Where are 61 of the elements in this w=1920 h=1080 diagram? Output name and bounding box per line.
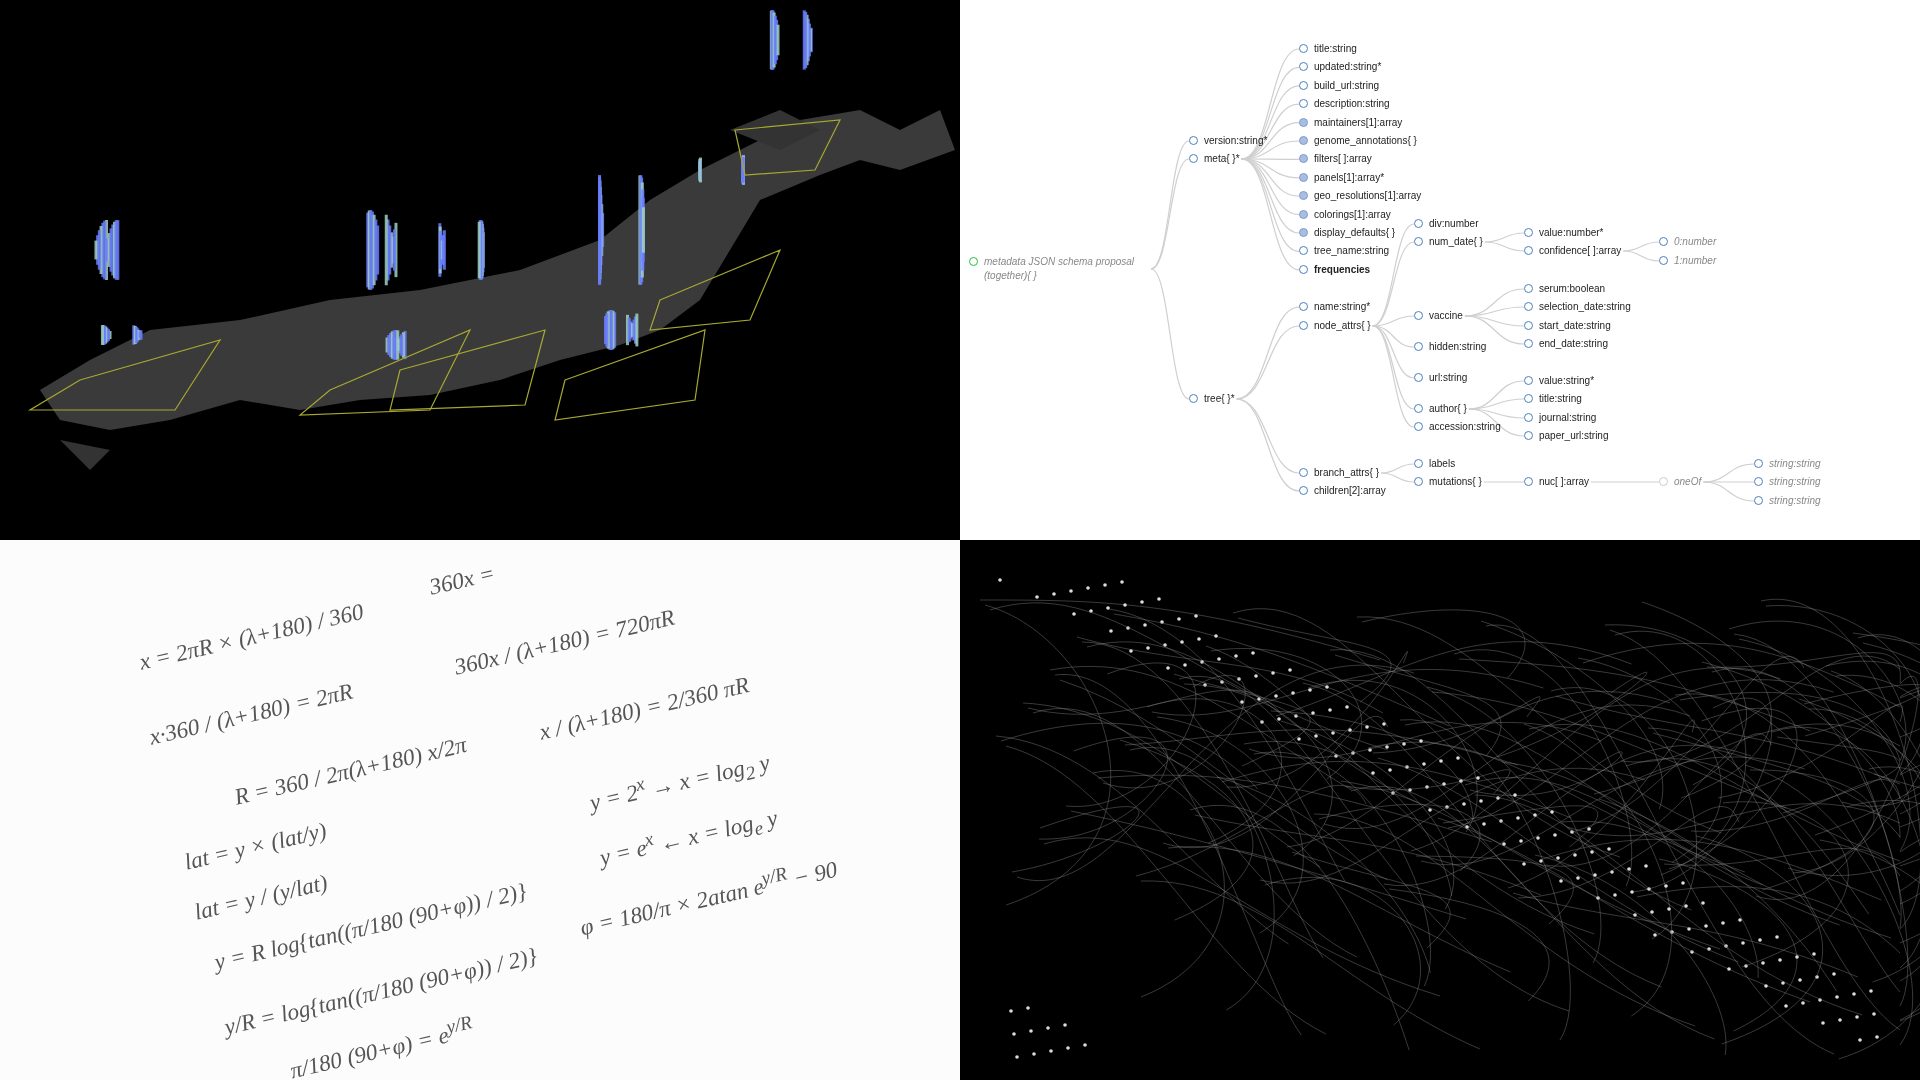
connector-line: [1380, 472, 1415, 483]
connector-line: [1702, 481, 1755, 502]
field-name: filters[ ]:array: [1314, 152, 1372, 167]
field-name: journal:string: [1539, 411, 1597, 425]
connector-line: [1372, 325, 1415, 428]
field-name: num_date{ }: [1429, 235, 1483, 249]
connector-line: [1236, 325, 1300, 400]
field-name: serum:boolean: [1539, 282, 1606, 296]
field-name: value:number*: [1539, 226, 1604, 240]
field-name: frequencies: [1314, 262, 1371, 277]
field-name: mutations{ }: [1429, 475, 1482, 489]
field-name: updated:string*: [1314, 60, 1382, 75]
field-name: 0:number: [1674, 235, 1717, 249]
field-name: string:string: [1769, 494, 1821, 508]
field-name: url:string: [1429, 371, 1468, 385]
field-name: title:string: [1314, 42, 1357, 56]
field-name: start_date:string: [1539, 319, 1611, 333]
field-name: hidden:string: [1429, 340, 1487, 354]
field-name: oneOf: [1674, 475, 1702, 489]
field-name: accession:string: [1429, 420, 1501, 434]
field-name: branch_attrs{ }: [1314, 466, 1380, 480]
field-name: name:string*: [1314, 300, 1371, 314]
connector-line: [1380, 463, 1415, 474]
handwritten-formula: 360x =: [427, 560, 498, 601]
field-name: selection_date:string: [1539, 300, 1631, 314]
field-name: div:number: [1429, 217, 1479, 231]
field-name: geo_resolutions[1]:array: [1314, 189, 1422, 204]
connector-line: [1468, 408, 1525, 437]
connector-line: [1484, 241, 1525, 252]
connector-line: [1622, 250, 1660, 262]
field-name: 1:number: [1674, 254, 1717, 268]
field-name: end_date:string: [1539, 337, 1608, 351]
field-name: nuc[ ]:array: [1539, 475, 1590, 489]
field-name: tree{ }*: [1204, 392, 1235, 406]
field-name: meta{ }*: [1204, 152, 1240, 166]
connector-line: [1150, 268, 1190, 400]
connector-line: [1468, 408, 1525, 419]
field-name: node_attrs{ }: [1314, 319, 1371, 333]
field-name: colorings[1]:array: [1314, 207, 1391, 222]
field-name: children[2]:array: [1314, 484, 1386, 498]
field-name: confidence[ ]:array: [1539, 244, 1622, 258]
connector-line: [1464, 315, 1525, 345]
field-name: build_url:string: [1314, 78, 1380, 93]
field-name: title:string: [1539, 392, 1582, 406]
field-name: version:string*: [1204, 134, 1268, 148]
field-name: value:string*: [1539, 374, 1595, 388]
field-name: description:string: [1314, 97, 1390, 112]
connector-line: [1236, 398, 1300, 492]
field-name: tree_name:string: [1314, 244, 1390, 259]
field-name: metadata JSON schema proposal (together){ }: [984, 255, 1136, 283]
field-name: paper_url:string: [1539, 429, 1609, 443]
field-name: string:string: [1769, 457, 1821, 471]
field-name: author{ }: [1429, 402, 1467, 416]
field-name: genome_annotations{ }: [1314, 134, 1417, 148]
field-name: labels: [1429, 457, 1456, 471]
field-name: string:string: [1769, 475, 1821, 489]
field-name: vaccine: [1429, 309, 1463, 323]
field-name: maintainers[1]:array: [1314, 115, 1403, 130]
field-name: panels[1]:array*: [1314, 170, 1385, 185]
field-name: display_defaults{ }: [1314, 226, 1396, 240]
handwritten-formula: x = 2πR × (λ+180) / 360: [137, 598, 367, 676]
